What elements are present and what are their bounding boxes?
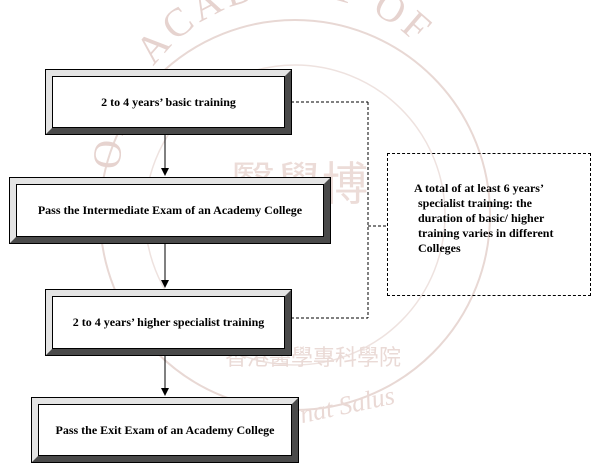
step-basic-training: 2 to 4 years’ basic training [45, 69, 292, 135]
note-line: A total of at least 6 years’ [414, 181, 544, 195]
note-line: training varies in different [418, 226, 554, 240]
step-intermediate-exam: Pass the Intermediate Exam of an Academy… [9, 177, 331, 244]
note-bracket [291, 101, 387, 319]
step-label: Pass the Intermediate Exam of an Academy… [16, 184, 324, 237]
note-line: Colleges [418, 241, 461, 255]
duration-note: A total of at least 6 years’ specialist … [387, 153, 591, 296]
step-label: 2 to 4 years’ basic training [52, 76, 285, 128]
step-exit-exam: Pass the Exit Exam of an Academy College [31, 397, 299, 463]
duration-note-text: A total of at least 6 years’ specialist … [414, 181, 579, 256]
note-line: duration of basic/ higher [418, 211, 545, 225]
step-label: Pass the Exit Exam of an Academy College [38, 404, 292, 456]
note-line: specialist training: the [418, 196, 532, 210]
step-label: 2 to 4 years’ higher specialist training [52, 296, 285, 349]
step-higher-training: 2 to 4 years’ higher specialist training [45, 289, 292, 356]
